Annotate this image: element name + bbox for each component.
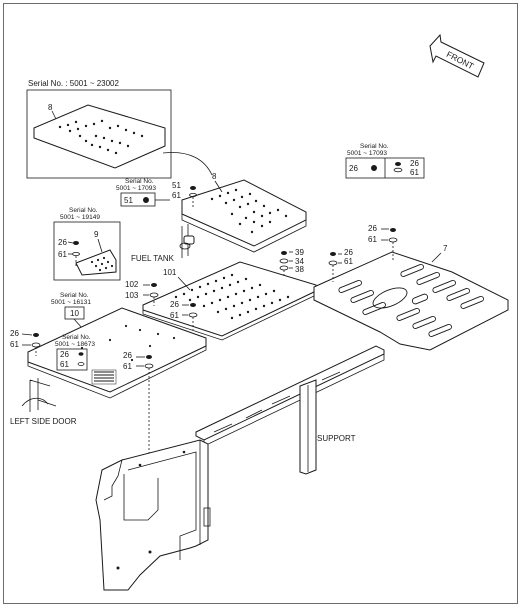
serial-18673-part-26: 26 (60, 350, 69, 359)
inset-right-serial-title: Serial No. (360, 143, 389, 150)
bolt-102 (143, 283, 159, 306)
inset-right-serial-range: 5001 ~ 17093 (347, 150, 387, 157)
inset-top-serial: Serial No. : 5001 ~ 23002 (28, 79, 120, 88)
bolt-51 (189, 186, 197, 208)
serial-18673-range: 5001 ~ 18673 (55, 341, 95, 348)
inset-left-part-61: 61 (58, 250, 67, 259)
bolt-26-center (182, 303, 198, 330)
inset-left-serial-title: Serial No. (69, 207, 98, 214)
serial-10-title: Serial No. (60, 292, 89, 299)
inset-top-holes (58, 119, 144, 155)
callout-103: 103 (125, 291, 139, 300)
callout-26e: 26 (123, 351, 132, 360)
callout-26d: 26 (10, 329, 19, 338)
callout-38: 38 (295, 265, 304, 274)
inset-left-serial-range: 5001 ~ 19149 (60, 214, 100, 221)
floor-plate-8: 8 (181, 172, 307, 253)
callout-26b: 26 (368, 224, 377, 233)
inset-left-part-26: 26 (58, 238, 67, 247)
inset-right-part-26b: 26 (410, 159, 419, 168)
inset-panel-right: Serial No. 5001 ~ 17093 26 26 61 (345, 143, 425, 179)
bolt-26-right (381, 228, 398, 262)
serial-10-part: 10 (70, 309, 79, 318)
inset-top-part-8: 8 (48, 103, 53, 112)
callout-39: 39 (295, 248, 304, 257)
callout-51: 51 (172, 181, 181, 190)
serial-51-range: 5001 ~ 17093 (116, 185, 156, 192)
floor-plate-7 (313, 251, 509, 351)
serial-18673-title: Serial No. (62, 334, 91, 341)
left-side-door (21, 378, 57, 412)
callout-101: 101 (163, 268, 177, 277)
support-label: SUPPORT (317, 434, 356, 443)
callout-102: 102 (125, 280, 139, 289)
bolt-26-plate7 (328, 252, 342, 282)
callout-34: 34 (295, 257, 304, 266)
inset-panel-left: Serial No. 5001 ~ 19149 26 61 9 (53, 207, 121, 281)
serial-box-18673: Serial No. 5001 ~ 18673 26 61 (55, 334, 95, 371)
serial-box-10: Serial No. 5001 ~ 16131 10 (51, 292, 91, 329)
drawing-border (3, 3, 518, 604)
bolt-26-floor (136, 355, 154, 458)
inset-right-part-61: 61 (410, 168, 419, 177)
callout-26a: 26 (170, 300, 179, 309)
fuel-tank-filler (179, 224, 195, 258)
callout-61a: 61 (172, 191, 181, 200)
callout-7: 7 (443, 244, 448, 253)
callout-61d: 61 (344, 257, 353, 266)
inset-left-part-9: 9 (94, 230, 99, 239)
left-side-door-label: LEFT SIDE DOOR (10, 417, 77, 426)
callout-61b: 61 (170, 311, 179, 320)
callout-26c: 26 (344, 248, 353, 257)
serial-51-title: Serial No. (125, 178, 154, 185)
front-direction-arrow: FRONT (429, 33, 485, 78)
serial-box-51: Serial No. 5001 ~ 17093 51 (116, 178, 170, 207)
callout-61f: 61 (123, 362, 132, 371)
callout-61c: 61 (368, 235, 377, 244)
fuel-tank-label: FUEL TANK (131, 254, 175, 263)
serial-18673-part-61: 61 (60, 360, 69, 369)
bolt-26-left (21, 333, 41, 356)
callout-8: 8 (212, 172, 217, 181)
support-frame (95, 345, 385, 591)
inset-right-part-26a: 26 (349, 164, 358, 173)
callout-61e: 61 (10, 340, 19, 349)
floor-plate-10 (27, 307, 207, 399)
serial-10-range: 5001 ~ 16131 (51, 299, 91, 306)
inset-panel-top: Serial No. : 5001 ~ 23002 8 (26, 79, 213, 179)
serial-51-part: 51 (124, 196, 133, 205)
